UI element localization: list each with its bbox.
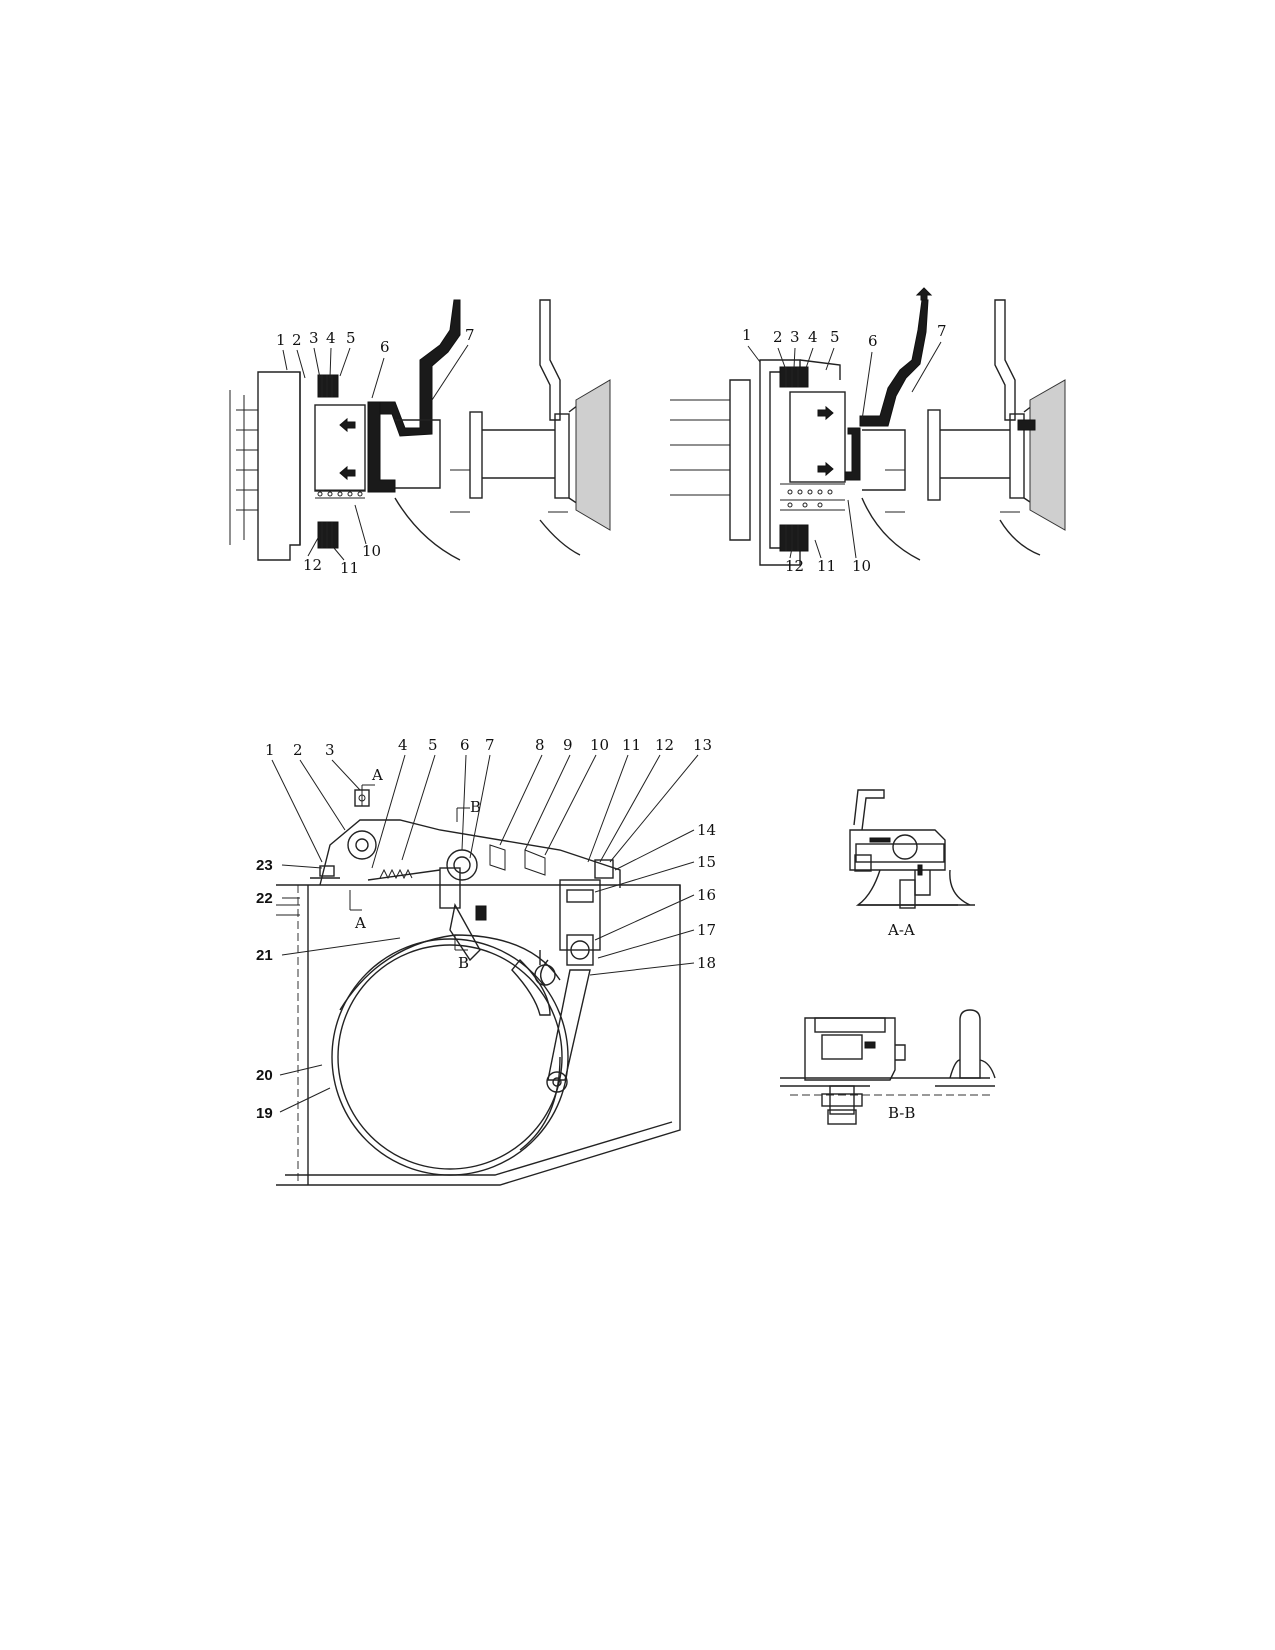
- callout-12: 12: [785, 557, 804, 575]
- callout-16: 16: [697, 886, 716, 904]
- section-mark-a-top: A: [371, 766, 383, 784]
- clutch-engaged-figure: [229, 299, 611, 561]
- callout-4: 4: [808, 328, 818, 346]
- brake-assembly-figure: [276, 784, 681, 1186]
- callout-5: 5: [830, 328, 840, 346]
- callout-13: 13: [693, 736, 712, 754]
- clutch-engaged-callouts: 1 2 3 4 5 6 7 10 11 12: [276, 326, 475, 577]
- callout-12: 12: [655, 736, 674, 754]
- callout-2: 2: [293, 741, 303, 759]
- callout-3: 3: [790, 328, 800, 346]
- callout-10: 10: [362, 542, 381, 560]
- callout-20: 20: [256, 1067, 273, 1084]
- section-bb-caption: B-B: [888, 1104, 915, 1122]
- callout-18: 18: [697, 954, 716, 972]
- callout-1: 1: [742, 326, 752, 344]
- callout-10: 10: [852, 557, 871, 575]
- clutch-released-callouts: 1 2 3 4 5 6 7 10 11 12: [742, 322, 947, 575]
- callout-3: 3: [309, 329, 319, 347]
- callout-3: 3: [325, 741, 335, 759]
- section-aa-figure: A-A: [849, 789, 975, 939]
- callout-1: 1: [276, 331, 286, 349]
- section-mark-b-bottom: B: [458, 954, 469, 972]
- callout-10: 10: [590, 736, 609, 754]
- callout-4: 4: [326, 329, 336, 347]
- callout-2: 2: [773, 328, 783, 346]
- callout-6: 6: [460, 736, 470, 754]
- callout-23: 23: [256, 857, 273, 874]
- callout-22: 22: [256, 890, 273, 907]
- section-aa-caption: A-A: [887, 921, 915, 939]
- section-mark-a-bottom: A: [354, 914, 366, 932]
- callout-11: 11: [340, 559, 359, 577]
- callout-12: 12: [303, 556, 322, 574]
- callout-15: 15: [697, 853, 716, 871]
- callout-6: 6: [868, 332, 878, 350]
- callout-11: 11: [817, 557, 836, 575]
- callout-8: 8: [535, 736, 545, 754]
- callout-21: 21: [256, 947, 273, 964]
- callout-7: 7: [937, 322, 947, 340]
- callout-7: 7: [465, 326, 475, 344]
- callout-5: 5: [346, 329, 356, 347]
- section-mark-b-top: B: [470, 798, 481, 816]
- callout-1: 1: [265, 741, 275, 759]
- callout-2: 2: [292, 331, 302, 349]
- callout-19: 19: [256, 1105, 273, 1122]
- callout-11: 11: [622, 736, 641, 754]
- callout-9: 9: [563, 736, 573, 754]
- clutch-released-figure: [670, 287, 1066, 566]
- callout-4: 4: [398, 736, 408, 754]
- callout-6: 6: [380, 338, 390, 356]
- section-bb-figure: B-B: [780, 1009, 996, 1125]
- callout-17: 17: [697, 921, 716, 939]
- callout-14: 14: [697, 821, 716, 839]
- callout-7: 7: [485, 736, 495, 754]
- brake-callouts: 1 2 3 4 5 6 7 8 9 10 11 12 13 14 15 16 1…: [256, 736, 716, 1122]
- callout-5: 5: [428, 736, 438, 754]
